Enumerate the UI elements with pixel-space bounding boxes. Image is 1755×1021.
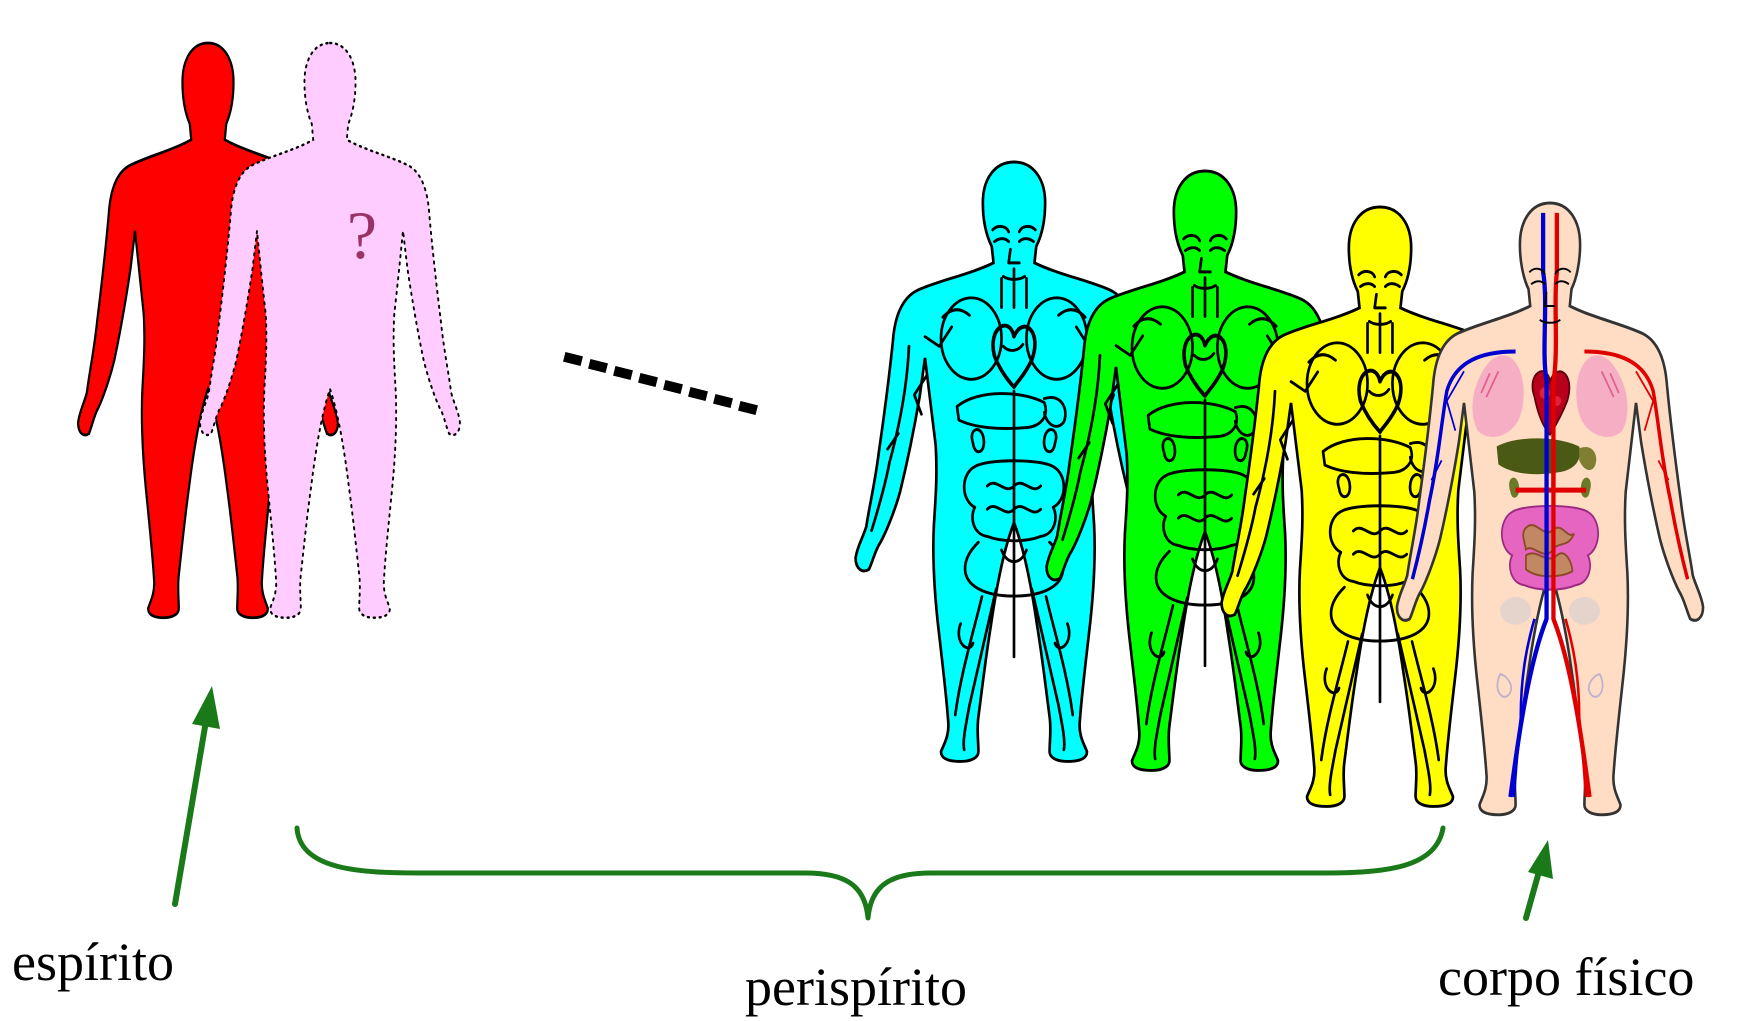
- physical-body-label: corpo físico: [1438, 950, 1694, 1004]
- perispirit-brace: [297, 828, 1443, 918]
- spirit-label: espírito: [12, 935, 174, 989]
- physical-body-arrow: [1526, 840, 1553, 918]
- perispirit-label: perispírito: [745, 960, 967, 1014]
- perispirit-figure-cyan: [856, 162, 1173, 761]
- continuation-dots: [563, 352, 758, 415]
- spirit-arrow: [175, 686, 220, 904]
- question-mark: ?: [347, 197, 377, 273]
